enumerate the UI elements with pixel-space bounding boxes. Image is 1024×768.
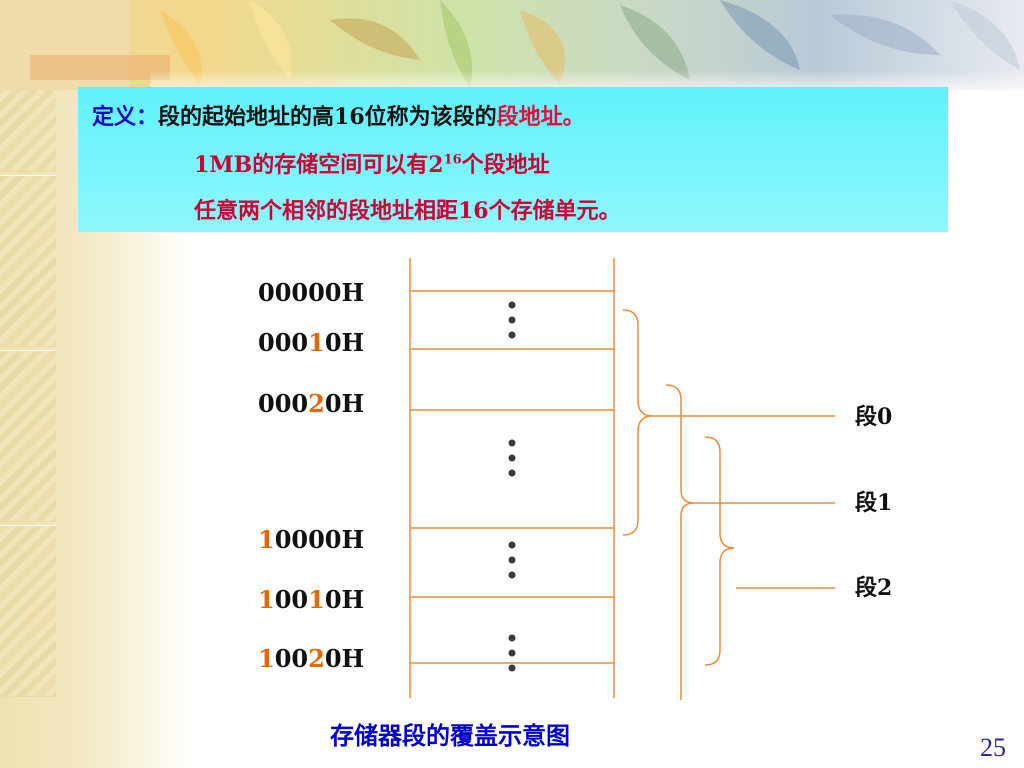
definition-line-1: 定义：段的起始地址的高16位称为该段的段地址。 <box>92 99 585 131</box>
definition-line-3: 任意两个相邻的段地址相距16个存储单元。 <box>194 198 621 224</box>
line2-post: 个段地址 <box>461 152 550 178</box>
ellipsis-dot <box>508 316 516 324</box>
ellipsis-dot <box>508 541 516 549</box>
ellipsis-dot <box>508 331 516 339</box>
address-label-2: 00020H <box>258 389 365 418</box>
address-label-0: 00000H <box>258 278 365 307</box>
definition-line-2: 1MB的存储空间可以有216个段地址 <box>194 147 550 179</box>
ellipsis-dot <box>508 301 516 309</box>
leaves-illustration <box>0 0 1020 90</box>
segment-label-2: 段2 <box>855 575 893 601</box>
diagram-caption: 存储器段的覆盖示意图 <box>330 721 570 750</box>
definition-period: 。 <box>562 104 585 130</box>
page-number: 25 <box>980 733 1006 762</box>
line2-exponent: 16 <box>443 152 462 168</box>
address-label-1: 00010H <box>258 328 365 357</box>
definition-box: 定义：段的起始地址的高16位称为该段的段地址。 1MB的存储空间可以有216个段… <box>78 87 948 232</box>
ellipsis-dot <box>508 634 516 642</box>
ellipsis-dot <box>508 664 516 672</box>
segment-label-0: 段0 <box>855 404 893 430</box>
ellipsis-dot <box>508 454 516 462</box>
definition-text: 段的起始地址的高16位称为该段的 <box>158 104 497 130</box>
address-label-4: 10010H <box>258 585 365 614</box>
address-label-3: 10000H <box>258 525 365 554</box>
ellipsis-dot <box>508 571 516 579</box>
band-tile <box>0 175 56 347</box>
ellipsis-dot <box>508 649 516 657</box>
segment0-brace <box>622 309 653 536</box>
segment-label-1: 段1 <box>855 490 893 516</box>
ellipsis-dot <box>508 439 516 447</box>
ellipsis-dot <box>508 469 516 477</box>
segment2-brace <box>704 436 735 666</box>
segment1-brace <box>665 384 695 700</box>
line2-pre: 1MB的存储空间可以有2 <box>194 152 444 178</box>
ellipsis-dot <box>508 556 516 564</box>
definition-label: 定义： <box>92 104 159 130</box>
band-tile <box>0 525 56 697</box>
definition-term: 段地址 <box>496 104 563 130</box>
band-tile <box>0 350 56 522</box>
address-label-5: 10020H <box>258 644 365 673</box>
